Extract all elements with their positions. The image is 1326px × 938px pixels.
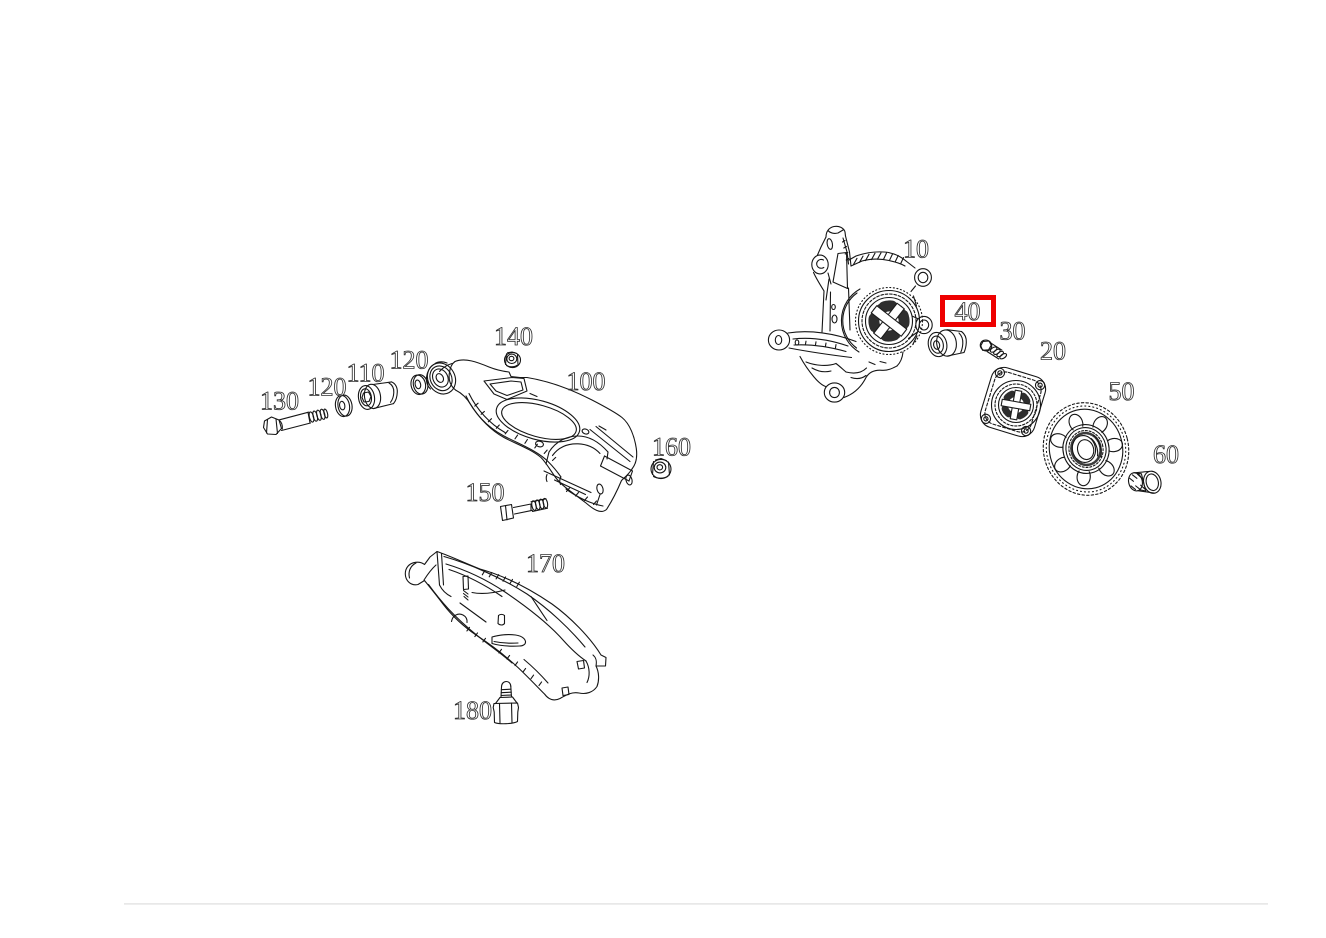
- svg-text:150: 150: [466, 478, 505, 507]
- svg-text:180: 180: [453, 696, 492, 725]
- svg-text:10: 10: [903, 235, 929, 264]
- svg-text:130: 130: [260, 387, 299, 416]
- svg-text:30: 30: [1000, 317, 1026, 346]
- svg-text:60: 60: [1153, 440, 1179, 469]
- svg-text:120: 120: [308, 373, 347, 402]
- svg-text:20: 20: [1040, 337, 1066, 366]
- svg-text:40: 40: [955, 297, 981, 326]
- svg-text:50: 50: [1109, 377, 1135, 406]
- svg-text:140: 140: [494, 322, 533, 351]
- svg-text:100: 100: [567, 367, 606, 396]
- svg-text:110: 110: [346, 359, 384, 388]
- svg-text:120: 120: [390, 346, 429, 375]
- svg-text:170: 170: [526, 549, 565, 578]
- svg-text:160: 160: [652, 433, 691, 462]
